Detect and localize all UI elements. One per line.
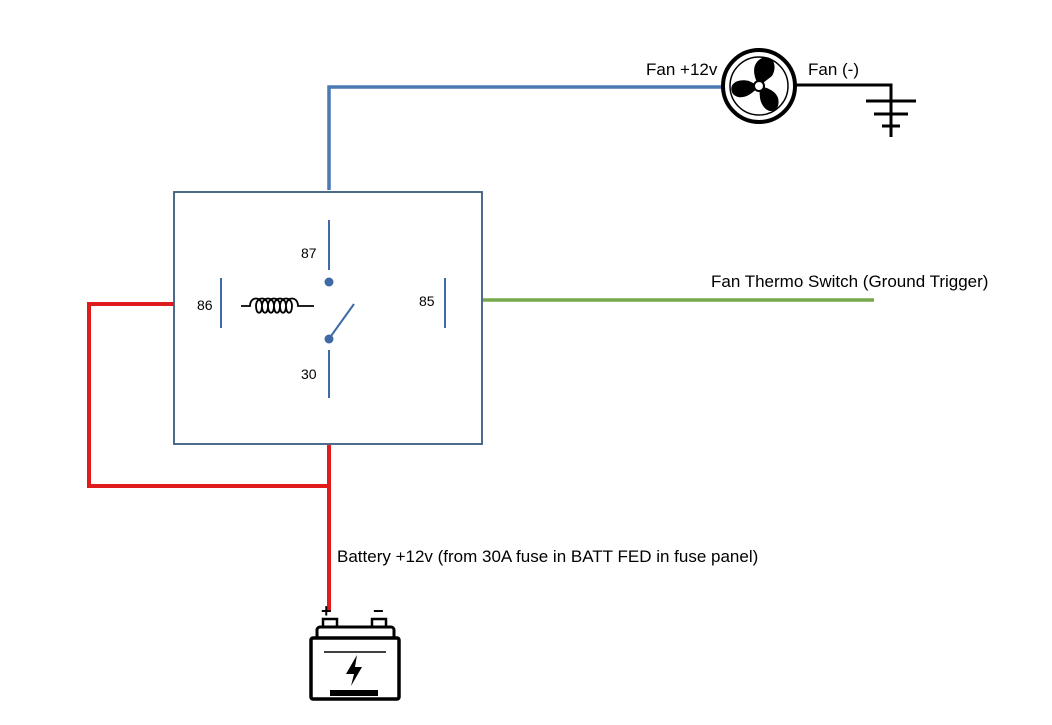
relay-coil-icon	[241, 297, 314, 314]
label-thermo-switch: Fan Thermo Switch (Ground Trigger)	[711, 272, 988, 291]
contact-30-dot	[324, 334, 334, 344]
battery-icon	[309, 617, 401, 701]
pin-label-86: 86	[197, 297, 213, 313]
pin-label-85: 85	[419, 293, 435, 309]
pin-label-30: 30	[301, 366, 317, 382]
wire-battery-86	[87, 302, 329, 488]
label-fan-negative: Fan (-)	[808, 60, 859, 79]
relay-switch-icon	[330, 303, 355, 337]
ground-icon	[866, 99, 916, 137]
contact-87-dot	[324, 277, 334, 287]
label-fan-positive: Fan +12v	[646, 60, 718, 79]
battery-plus-sign: +	[321, 601, 332, 621]
label-battery: Battery +12v (from 30A fuse in BATT FED …	[337, 547, 758, 566]
wire-fan-positive	[327, 85, 722, 190]
wire-fan-ground	[796, 83, 893, 100]
battery-minus-sign: −	[373, 601, 384, 621]
fan-icon	[721, 48, 797, 124]
pin-label-87: 87	[301, 245, 317, 261]
